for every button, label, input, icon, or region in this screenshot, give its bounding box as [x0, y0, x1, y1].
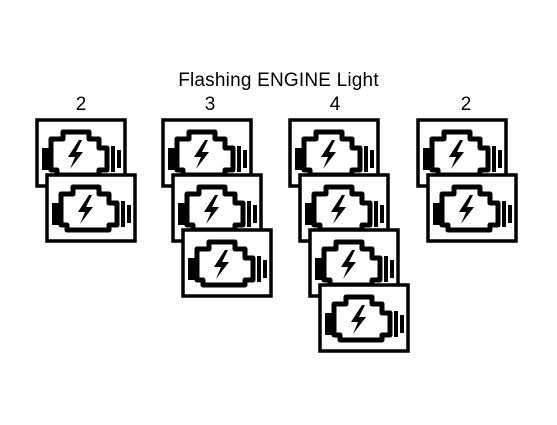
group-3-count: 4 — [329, 94, 341, 115]
group-2-count: 3 — [204, 94, 216, 115]
diagram-title: Flashing ENGINE Light — [178, 70, 379, 91]
group-1-count: 2 — [75, 94, 87, 115]
group-4-count: 2 — [460, 94, 472, 115]
check-engine-icon — [428, 175, 516, 241]
check-engine-icon — [183, 230, 271, 296]
check-engine-icon — [47, 175, 135, 241]
check-engine-icon — [320, 285, 408, 351]
